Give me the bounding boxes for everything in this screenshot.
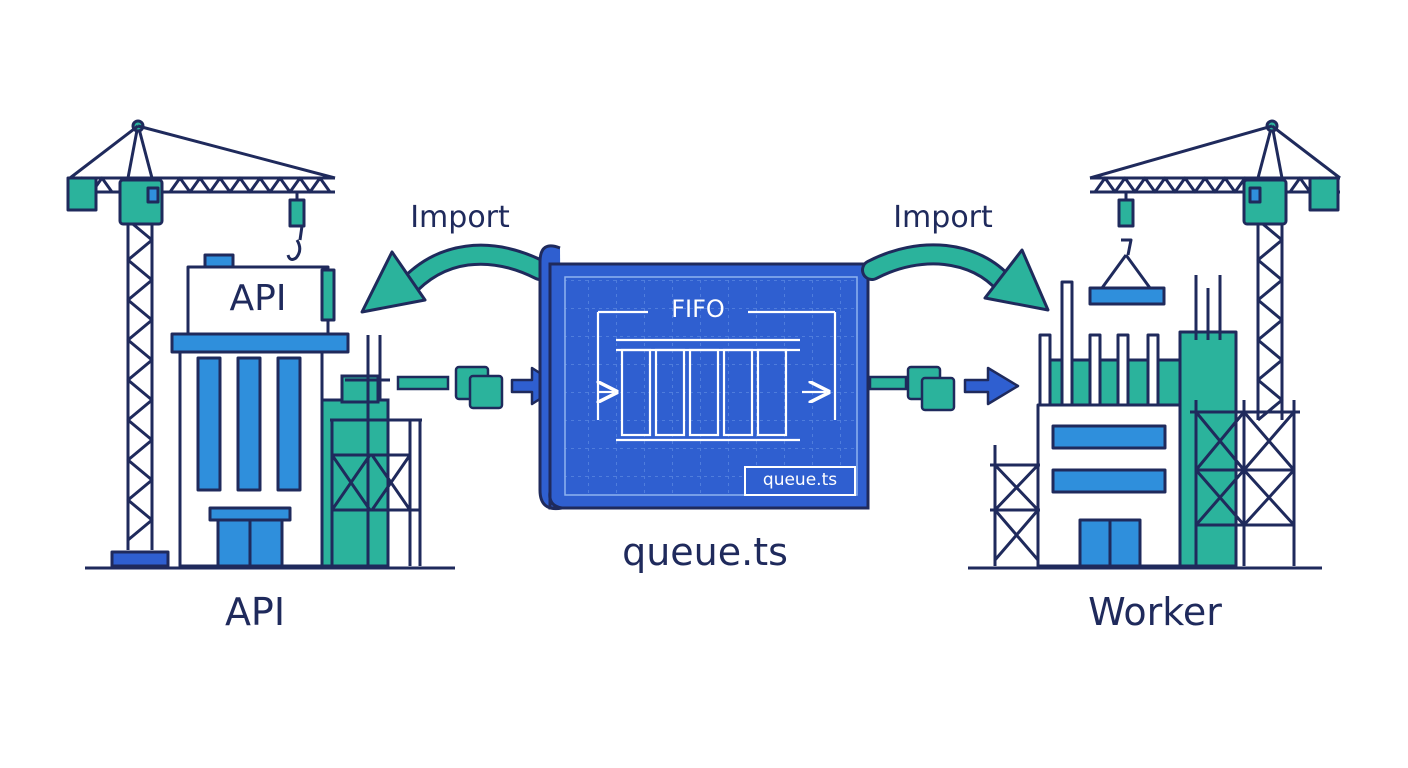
- right-import-arrowhead: [983, 248, 1050, 312]
- blueprint-file-tag: queue.ts: [762, 470, 838, 490]
- api-caption: API: [224, 590, 286, 634]
- left-flow: [360, 243, 562, 410]
- worker-building: [1036, 275, 1238, 568]
- api-scaffold: [320, 335, 422, 568]
- worker-scaffold-left: [990, 445, 1040, 566]
- worker-site: [968, 119, 1341, 570]
- api-building: [170, 253, 350, 568]
- queue-blueprint: [538, 244, 870, 511]
- left-import-label: Import: [410, 200, 510, 235]
- left-import-arrowhead: [360, 250, 427, 314]
- worker-scaffold-right: [1190, 400, 1300, 566]
- api-sign-text: API: [229, 278, 287, 319]
- left-crane: [66, 119, 336, 568]
- right-crane: [1088, 119, 1341, 422]
- api-site: [66, 119, 455, 570]
- blueprint-title: FIFO: [671, 295, 725, 323]
- worker-caption: Worker: [1088, 590, 1222, 634]
- blueprint-caption: queue.ts: [622, 530, 788, 574]
- right-flow: [861, 243, 1050, 412]
- right-import-label: Import: [893, 200, 993, 235]
